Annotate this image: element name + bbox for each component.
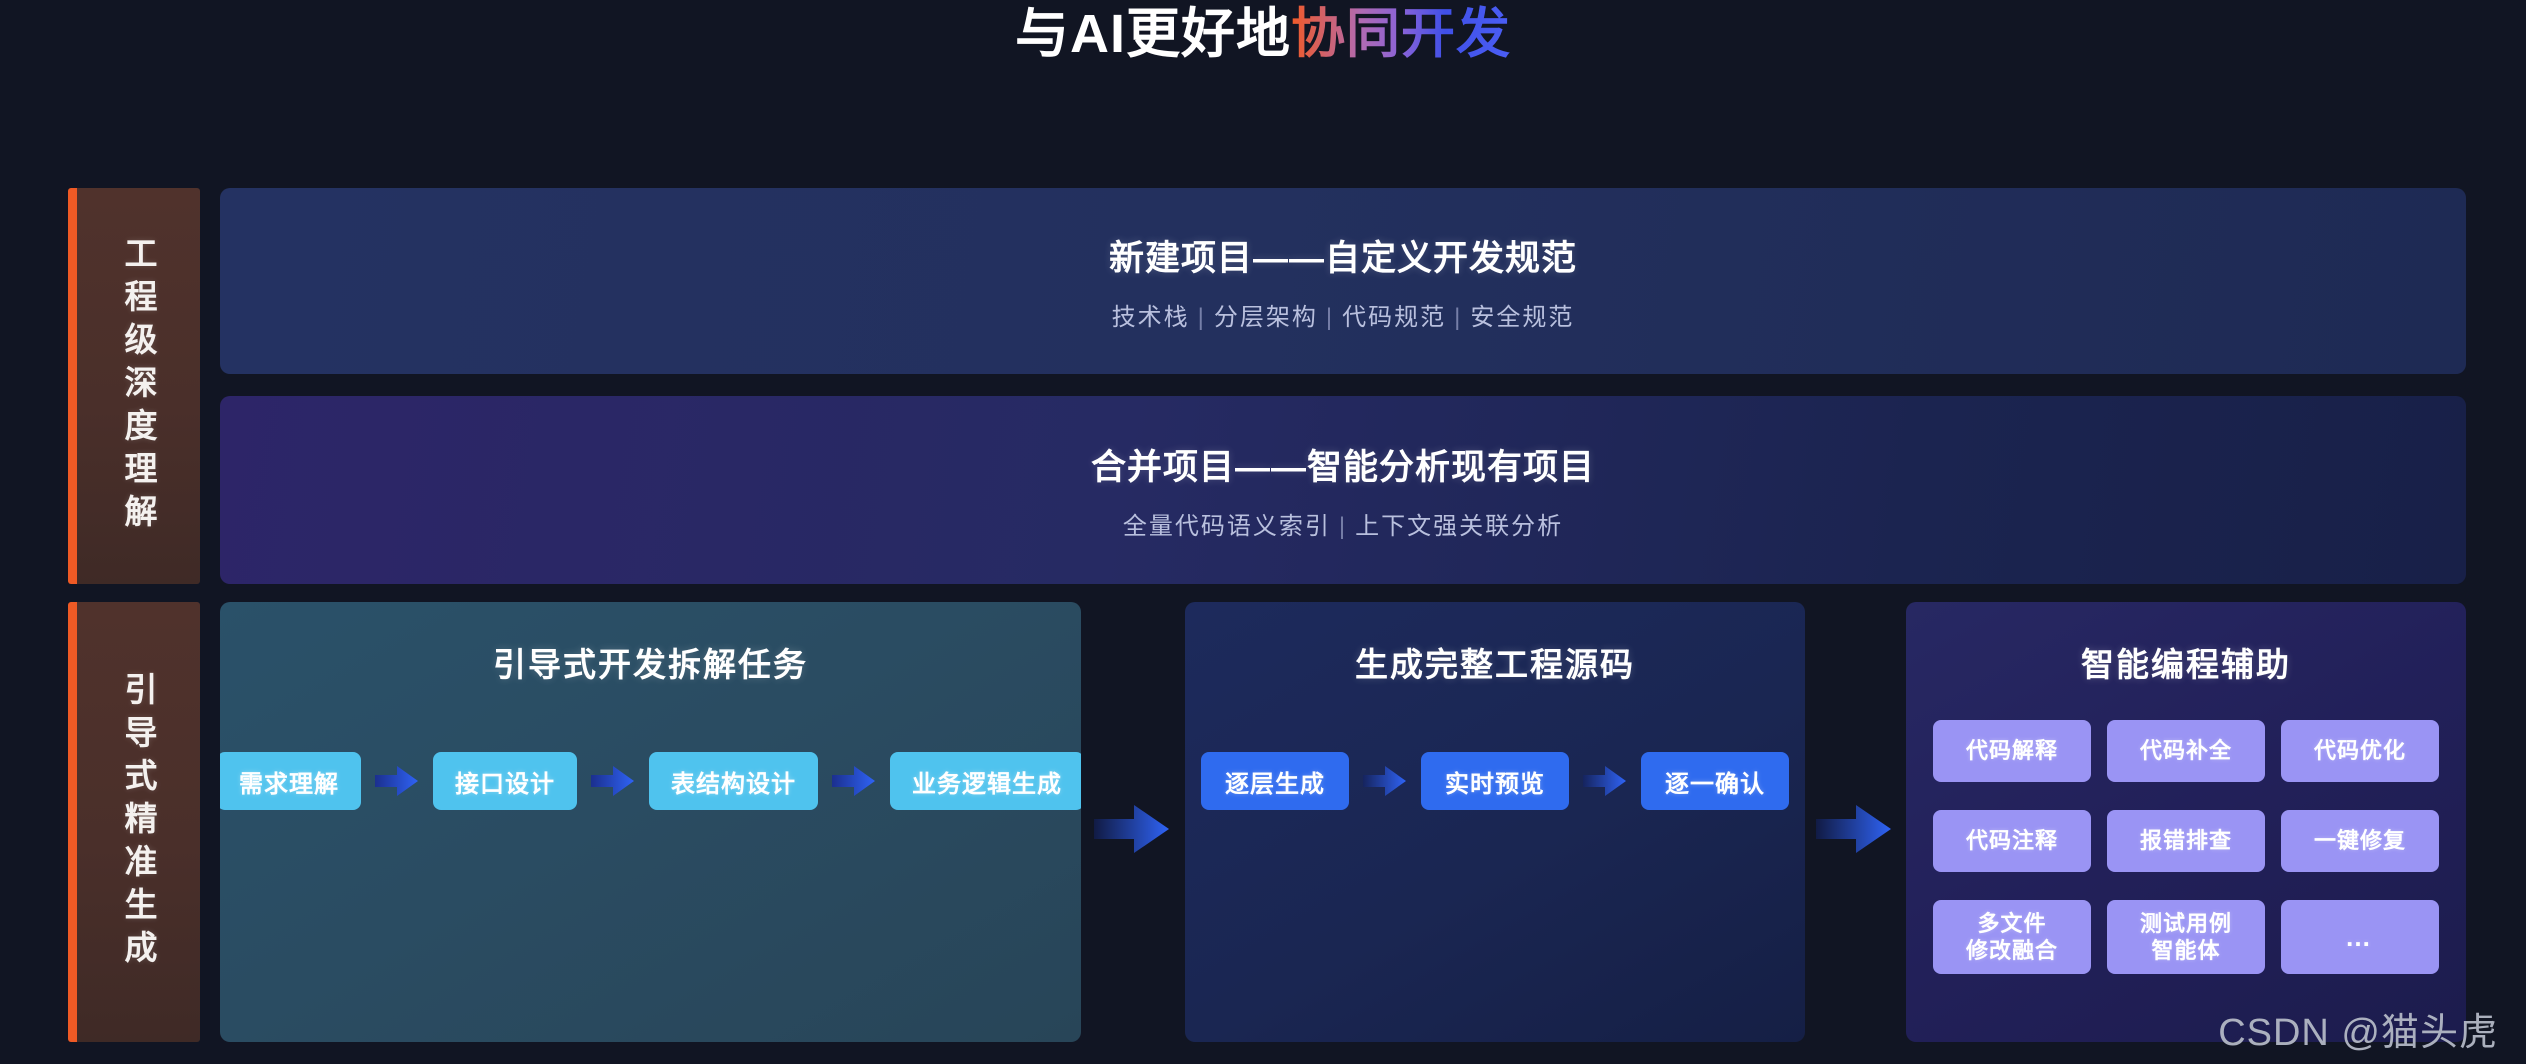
assist-feature-chip[interactable]: 测试用例智能体 — [2107, 900, 2265, 974]
assist-feature-chip-more[interactable]: … — [2281, 900, 2439, 974]
generate-step-chip[interactable]: 逐层生成 — [1201, 752, 1349, 810]
banner-new-project[interactable]: 新建项目——自定义开发规范 技术栈 | 分层架构 | 代码规范 | 安全规范 — [220, 188, 2466, 374]
sub-item: 技术栈 — [1111, 304, 1190, 331]
section-label-guided-text: 引导式精准生成 — [120, 671, 157, 973]
assist-feature-chip[interactable]: 代码注释 — [1933, 810, 2091, 872]
assist-chip-line1: 多文件 — [1977, 910, 2047, 936]
assist-feature-chip[interactable]: 代码解释 — [1933, 720, 2091, 782]
guided-step-chip[interactable]: 需求理解 — [220, 752, 361, 810]
assist-chip-line1: 代码解释 — [1965, 738, 2058, 764]
banner-merge-project[interactable]: 合并项目——智能分析现有项目 全量代码语义索引 | 上下文强关联分析 — [220, 396, 2466, 584]
section-label-engineering: 工程级深度理解 — [68, 188, 200, 584]
sub-separator: | — [1454, 304, 1463, 331]
page-title: 与AI更好地协同开发 — [0, 0, 2526, 63]
banner-new-project-subtitle: 技术栈 | 分层架构 | 代码规范 | 安全规范 — [1112, 297, 1575, 332]
sub-item: 全量代码语义索引 — [1122, 513, 1331, 540]
sub-item: 安全规范 — [1470, 304, 1575, 331]
sub-item: 代码规范 — [1342, 304, 1447, 331]
guided-step-chip[interactable]: 业务逻辑生成 — [890, 752, 1081, 810]
diagram-board: 工程级深度理解 引导式精准生成 新建项目——自定义开发规范 技术栈 | 分层架构 | 代… — [68, 188, 2466, 1042]
sub-item: 分层架构 — [1213, 304, 1318, 331]
banner-merge-project-title: 合并项目——智能分析现有项目 — [1090, 448, 1595, 487]
sub-item: 上下文强关联分析 — [1355, 513, 1564, 540]
panel-smart-assist[interactable]: 智能编程辅助 代码解释 代码补全 代码优化 代码注释 报错排查 一键修复 多文件… — [1906, 602, 2466, 1042]
panel-guided-decomposition[interactable]: 引导式开发拆解任务 需求理解 接口设计 表结构设计 业务逻辑生成 — [220, 602, 1081, 1042]
assist-feature-chip[interactable]: 一键修复 — [2281, 810, 2439, 872]
generate-step-chip[interactable]: 实时预览 — [1421, 752, 1569, 810]
sub-separator: | — [1197, 304, 1206, 331]
assist-chip-line1: … — [2345, 921, 2375, 952]
panel-arrow-right-icon — [1816, 802, 1892, 856]
assist-chip-line1: 报错排查 — [2139, 828, 2232, 854]
panel-generate-source[interactable]: 生成完整工程源码 逐层生成 实时预览 逐一确认 — [1185, 602, 1805, 1042]
arrow-right-icon — [1583, 764, 1627, 798]
arrow-right-icon — [832, 764, 876, 798]
assist-chip-line1: 一键修复 — [2313, 828, 2406, 854]
generate-step-flow: 逐层生成 实时预览 逐一确认 — [1185, 752, 1805, 810]
assist-chip-line1: 代码优化 — [2313, 738, 2406, 764]
page-title-plain: 与AI更好地 — [1015, 4, 1291, 64]
assist-chip-line1: 测试用例 — [2139, 910, 2232, 936]
assist-chip-line1: 代码注释 — [1965, 828, 2058, 854]
assist-chip-line2: 智能体 — [2151, 938, 2221, 963]
assist-feature-chip[interactable]: 报错排查 — [2107, 810, 2265, 872]
arrow-right-icon — [591, 764, 635, 798]
generate-step-chip[interactable]: 逐一确认 — [1641, 752, 1789, 810]
guided-step-flow: 需求理解 接口设计 表结构设计 业务逻辑生成 — [220, 752, 1081, 810]
watermark: CSDN @猫头虎 — [2218, 1012, 2498, 1054]
assist-feature-chip[interactable]: 代码补全 — [2107, 720, 2265, 782]
panel-arrow-right-icon — [1094, 802, 1170, 856]
arrow-right-icon — [375, 764, 419, 798]
panel-guided-title: 引导式开发拆解任务 — [493, 646, 808, 683]
panel-assist-title: 智能编程辅助 — [2081, 646, 2291, 683]
assist-feature-chip[interactable]: 代码优化 — [2281, 720, 2439, 782]
guided-step-chip[interactable]: 接口设计 — [433, 752, 577, 810]
banner-merge-project-subtitle: 全量代码语义索引 | 上下文强关联分析 — [1123, 506, 1563, 541]
assist-chip-line2: 修改融合 — [1965, 938, 2058, 963]
sub-separator: | — [1325, 304, 1335, 331]
section-label-engineering-text: 工程级深度理解 — [120, 235, 157, 537]
assist-feature-chip[interactable]: 多文件修改融合 — [1933, 900, 2091, 974]
guided-step-chip[interactable]: 表结构设计 — [649, 752, 818, 810]
arrow-right-icon — [1363, 764, 1407, 798]
assist-feature-grid: 代码解释 代码补全 代码优化 代码注释 报错排查 一键修复 多文件修改融合 测试… — [1933, 720, 2439, 974]
sub-separator: | — [1338, 513, 1348, 540]
section-label-guided: 引导式精准生成 — [68, 602, 200, 1042]
banner-new-project-title: 新建项目——自定义开发规范 — [1108, 239, 1577, 278]
assist-chip-line1: 代码补全 — [2139, 738, 2232, 764]
panel-generate-title: 生成完整工程源码 — [1355, 646, 1635, 683]
page-title-gradient: 协同开发 — [1291, 4, 1511, 64]
